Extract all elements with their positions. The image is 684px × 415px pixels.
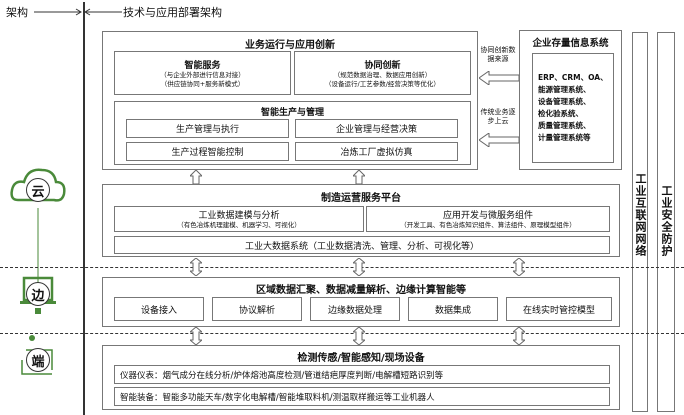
device-row-instruments: 仪器仪表：烟气成分在线分析/炉体熔池高度检测/管道结疤厚度判断/电解槽短路识别等 bbox=[114, 365, 610, 384]
bigdata-box: 工业大数据系统（工业数据清洗、管理、分析、可视化等） bbox=[114, 236, 610, 254]
production-item: 生产管理与执行 bbox=[126, 119, 289, 138]
smart-service-line2: （供应链协同+服务新模式） bbox=[160, 79, 245, 88]
legacy-item: ERP、CRM、OA、 bbox=[538, 73, 608, 82]
production-title: 智能生产与管理 bbox=[260, 108, 324, 118]
arrow-updown-icon bbox=[513, 327, 525, 345]
legacy-item: 计量管理系统等 bbox=[538, 133, 591, 142]
appdev-box: 应用开发与微服务组件 （开发工具、有色冶炼知识组件、算法组件、原理模型组件） bbox=[366, 206, 610, 232]
collab-title: 协同创新 bbox=[364, 60, 401, 71]
smart-service-box: 智能服务 （与企业外部进行信息对接） （供应链协同+服务新模式） bbox=[114, 51, 291, 95]
tier-edge: 边 bbox=[26, 282, 50, 306]
business-block: 业务运行与应用创新 智能服务 （与企业外部进行信息对接） （供应链协同+服务新模… bbox=[102, 31, 478, 170]
appdev-sub: （开发工具、有色冶炼知识组件、算法组件、原理模型组件） bbox=[400, 221, 576, 229]
tier-cloud: 云 bbox=[26, 178, 50, 202]
legacy-item: 检化验系统、 bbox=[538, 109, 583, 118]
platform-block: 制造运营服务平台 工业数据建模与分析 （有色冶炼机理建模、机器学习、可视化） 应… bbox=[102, 184, 620, 257]
security-label: 工业安全防护 bbox=[660, 185, 673, 257]
edge-block: 区域数据汇聚、数据减量解析、边缘计算智能等 设备接入 协议解析 边缘数据处理 数… bbox=[102, 277, 620, 327]
legacy-systems-block: 企业存量信息系统 ERP、CRM、OA、 能源管理系统、 设备管理系统、 检化验… bbox=[519, 30, 622, 170]
smart-service-title: 智能服务 bbox=[184, 60, 221, 71]
legacy-item: 设备管理系统、 bbox=[538, 97, 591, 106]
device-row-equipment: 智能装备：智能多功能天车/数字化电解槽/智能堆取料机/测温取样搬运等工业机器人 bbox=[114, 387, 610, 406]
production-item: 生产过程智能控制 bbox=[126, 142, 289, 161]
production-item: 企业管理与经营决策 bbox=[295, 119, 458, 138]
modeling-title: 工业数据建模与分析 bbox=[198, 211, 280, 221]
arrow-left-icon bbox=[479, 133, 519, 147]
arrow-left-icon bbox=[479, 71, 519, 85]
arrow-updown-icon bbox=[190, 327, 202, 345]
platform-title: 制造运营服务平台 bbox=[321, 193, 401, 204]
divider-line bbox=[83, 2, 85, 415]
edge-item: 边缘数据处理 bbox=[310, 297, 400, 321]
collab-line1: （规范数据治理、数据应用创新） bbox=[333, 70, 432, 79]
tier-divider bbox=[0, 267, 684, 268]
edge-item: 数据集成 bbox=[408, 297, 498, 321]
header-arrows bbox=[34, 8, 122, 16]
production-item: 冶炼工厂虚拟仿真 bbox=[295, 142, 458, 161]
cloud-icon bbox=[10, 168, 66, 202]
edge-item: 在线实时管控模型 bbox=[506, 297, 612, 321]
modeling-box: 工业数据建模与分析 （有色冶炼机理建模、机器学习、可视化） bbox=[114, 206, 364, 232]
header-left: 架构 bbox=[6, 6, 28, 19]
production-box: 智能生产与管理 生产管理与执行 企业管理与经营决策 生产过程智能控制 冶炼工厂虚… bbox=[114, 101, 471, 165]
edge-item: 协议解析 bbox=[212, 297, 302, 321]
network-label: 工业互联网网络 bbox=[634, 173, 647, 257]
arrow-updown-icon bbox=[353, 258, 365, 276]
device-block: 检测传感/智能感知/现场设备 仪器仪表：烟气成分在线分析/炉体熔池高度检测/管道… bbox=[102, 345, 620, 410]
arrow-label-collab: 协同创新数据来源 bbox=[480, 46, 516, 63]
appdev-title: 应用开发与微服务组件 bbox=[442, 211, 533, 221]
security-bar: 工业安全防护 bbox=[657, 32, 675, 412]
business-title: 业务运行与应用创新 bbox=[245, 40, 335, 51]
edge-title: 区域数据汇聚、数据减量解析、边缘计算智能等 bbox=[256, 285, 466, 296]
legacy-list: ERP、CRM、OA、 能源管理系统、 设备管理系统、 检化验系统、 质量管理系… bbox=[532, 53, 614, 163]
header-right: 技术与应用部署架构 bbox=[123, 6, 222, 19]
arrow-up-icon bbox=[190, 170, 202, 184]
arrow-label-migrate: 传统业务逐步上云 bbox=[480, 108, 516, 125]
arrow-updown-icon bbox=[513, 258, 525, 276]
legacy-item: 能源管理系统、 bbox=[538, 85, 591, 94]
legacy-title: 企业存量信息系统 bbox=[532, 38, 609, 49]
modeling-sub: （有色冶炼机理建模、机器学习、可视化） bbox=[177, 221, 301, 229]
collab-box: 协同创新 （规范数据治理、数据应用创新） （设备运行/工艺参数/经营决策等优化） bbox=[294, 51, 471, 95]
smart-service-line1: （与企业外部进行信息对接） bbox=[160, 70, 245, 79]
tier-end: 端 bbox=[26, 348, 50, 372]
arrow-up-icon bbox=[353, 170, 365, 184]
device-title: 检测传感/智能感知/现场设备 bbox=[297, 353, 425, 364]
collab-line2: （设备运行/工艺参数/经营决策等优化） bbox=[325, 79, 440, 88]
arrow-updown-icon bbox=[190, 258, 202, 276]
industrial-network-bar: 工业互联网网络 bbox=[632, 32, 648, 412]
legacy-item: 质量管理系统、 bbox=[538, 121, 591, 130]
edge-item: 设备接入 bbox=[114, 297, 204, 321]
arrow-updown-icon bbox=[353, 327, 365, 345]
tier-divider bbox=[0, 333, 684, 334]
